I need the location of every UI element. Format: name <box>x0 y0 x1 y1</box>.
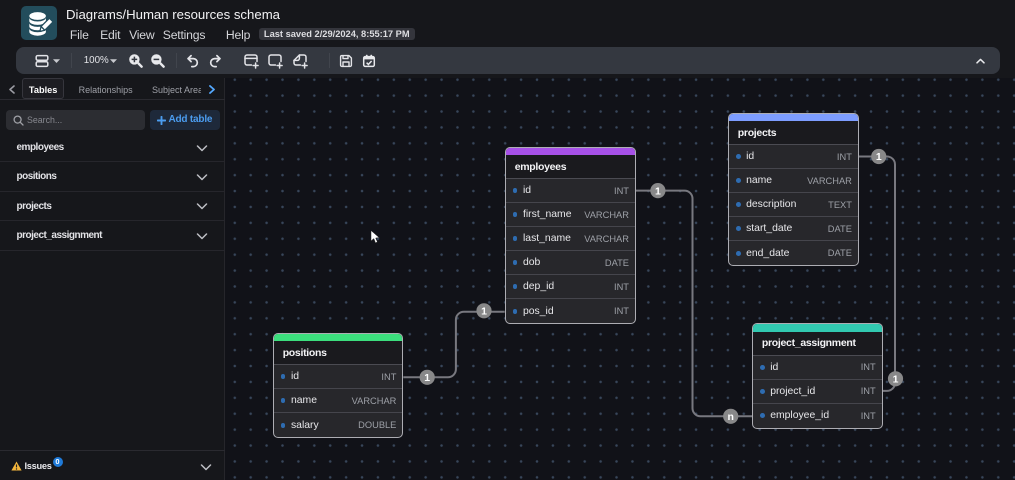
svg-text:1: 1 <box>893 374 899 386</box>
svg-text:n: n <box>727 411 733 423</box>
svg-text:1: 1 <box>655 185 661 197</box>
svg-text:1: 1 <box>481 306 487 318</box>
svg-text:1: 1 <box>424 372 430 384</box>
svg-text:1: 1 <box>876 151 882 163</box>
